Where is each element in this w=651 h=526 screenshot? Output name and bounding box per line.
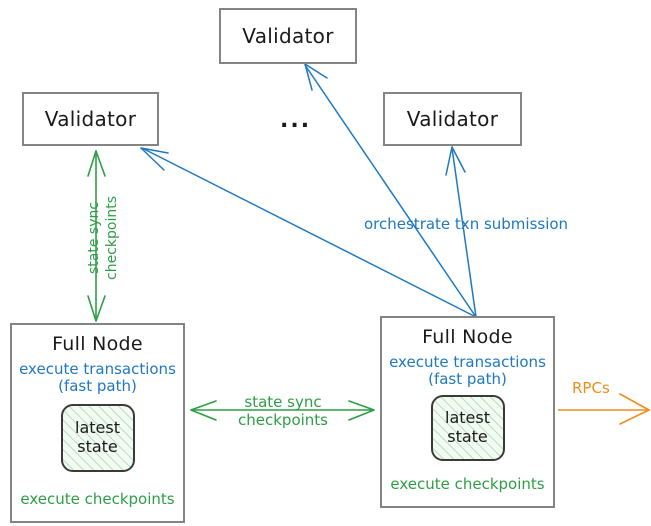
orchestrate-txn-submission-label: orchestrate txn submission [364, 215, 569, 233]
validator-left-label: Validator [44, 107, 137, 131]
validator-top-box[interactable]: Validator [219, 8, 357, 64]
horizontal-state-sync-label-line1: state sync [244, 393, 322, 411]
full-node-right-state-line-2: state [447, 426, 488, 446]
full-node-left-title: Full Node [52, 333, 143, 355]
validator-right-box[interactable]: Validator [383, 92, 522, 146]
rpcs-label: RPCs [572, 379, 610, 397]
full-node-left-latest-state-box[interactable]: latest state [60, 403, 135, 472]
vertical-state-sync-label-line1: state sync [86, 201, 102, 274]
validator-left-box[interactable]: Validator [22, 92, 159, 146]
full-node-left-box[interactable]: Full Node execute transactions (fast pat… [10, 323, 185, 523]
full-node-right-blue-line-1: execute transactions [389, 353, 546, 371]
full-node-left-state-line-1: latest [75, 418, 120, 438]
validator-right-label: Validator [406, 107, 499, 131]
edge-rpcs [558, 393, 650, 425]
full-node-right-title: Full Node [422, 326, 513, 348]
full-node-right-blue-line-2: (fast path) [428, 370, 507, 389]
full-node-left-blue-text: execute transactions (fast path) [19, 360, 176, 396]
full-node-right-latest-state-box[interactable]: latest state [430, 394, 505, 461]
full-node-left-blue-line-1: execute transactions [19, 360, 176, 378]
full-node-right-box[interactable]: Full Node execute transactions (fast pat… [380, 316, 555, 508]
validator-top-label: Validator [242, 24, 334, 48]
full-node-left-state-line-2: state [77, 436, 118, 456]
horizontal-state-sync-label-line2: checkpoints [238, 411, 328, 429]
full-node-left-green-footer: execute checkpoints [20, 489, 175, 508]
full-node-right-state-line-1: latest [445, 408, 490, 428]
vertical-state-sync-label-line2: checkpoints [104, 196, 120, 280]
validators-ellipsis: ... [280, 108, 312, 133]
full-node-right-green-footer: execute checkpoints [390, 474, 545, 493]
full-node-left-blue-line-2: (fast path) [58, 377, 137, 396]
horizontal-state-sync-label: state sync checkpoints [224, 393, 342, 429]
full-node-right-blue-text: execute transactions (fast path) [389, 353, 546, 389]
